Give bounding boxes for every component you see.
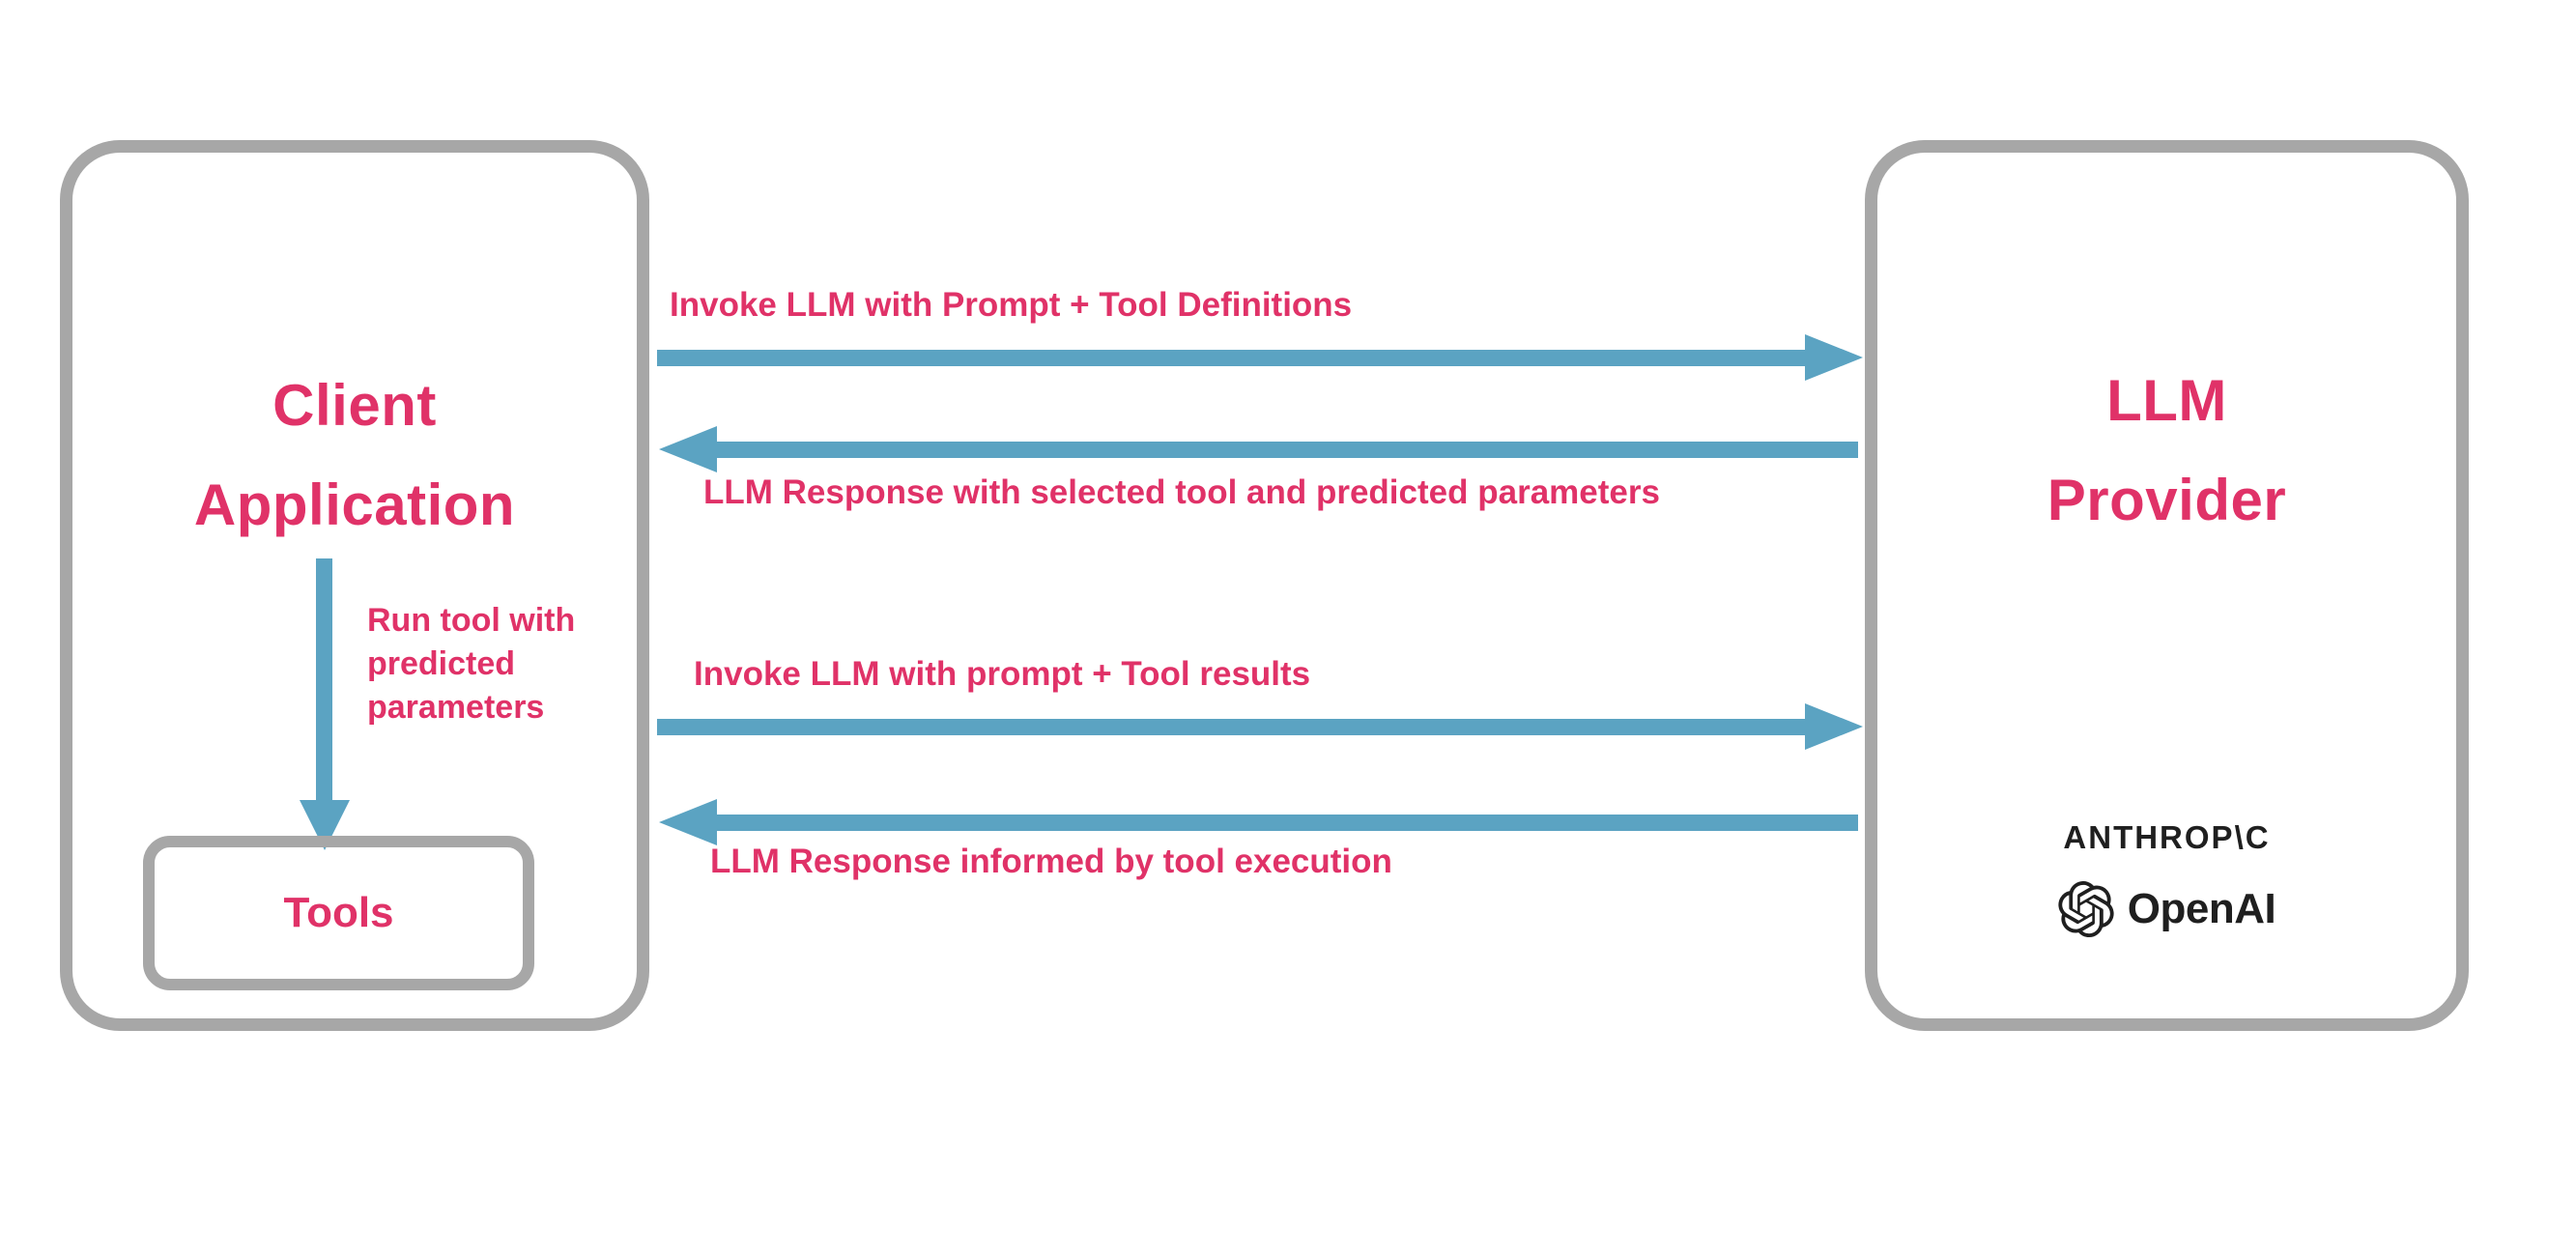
openai-flower-icon bbox=[2058, 881, 2114, 937]
arrowhead-right-icon bbox=[1805, 703, 1863, 750]
tools-label: Tools bbox=[283, 889, 394, 936]
arrow-label-invoke-definitions: Invoke LLM with Prompt + Tool Definition… bbox=[670, 286, 1353, 324]
openai-logo: OpenAI bbox=[2058, 881, 2276, 937]
client-title-line-1: Client bbox=[272, 373, 437, 438]
tools-box: Tools bbox=[143, 836, 534, 990]
run-tool-label: Run tool with predicted parameters bbox=[367, 602, 576, 726]
llm-provider-box: LLM Provider ANTHROP\C OpenAI bbox=[1865, 140, 2469, 1031]
arrow-label-response-selected: LLM Response with selected tool and pred… bbox=[703, 473, 1660, 511]
client-application-box: Client Application Run tool with predict… bbox=[60, 140, 649, 1031]
anthropic-logo: ANTHROP\C bbox=[2063, 819, 2271, 855]
arrow-invoke-results-shaft bbox=[657, 719, 1809, 735]
arrowhead-right-icon bbox=[1805, 334, 1863, 381]
client-application-title: Client Application bbox=[72, 356, 637, 555]
provider-logos: ANTHROP\C OpenAI bbox=[1877, 819, 2456, 937]
arrow-invoke-definitions-shaft bbox=[657, 350, 1809, 366]
openai-wordmark: OpenAI bbox=[2127, 885, 2276, 932]
llm-title-line-1: LLM bbox=[2106, 368, 2227, 433]
arrow-label-invoke-results: Invoke LLM with prompt + Tool results bbox=[694, 655, 1311, 693]
arrow-response-informed-shaft bbox=[715, 815, 1858, 831]
arrow-response-selected-shaft bbox=[715, 442, 1858, 458]
llm-provider-title: LLM Provider bbox=[1877, 351, 2456, 550]
run-tool-arrow-shaft bbox=[316, 558, 332, 802]
arrowhead-left-icon bbox=[659, 426, 717, 472]
llm-title-line-2: Provider bbox=[2046, 468, 2287, 533]
client-title-line-2: Application bbox=[193, 472, 516, 538]
arrowhead-left-icon bbox=[659, 799, 717, 845]
arrow-label-response-informed: LLM Response informed by tool execution bbox=[710, 843, 1392, 880]
